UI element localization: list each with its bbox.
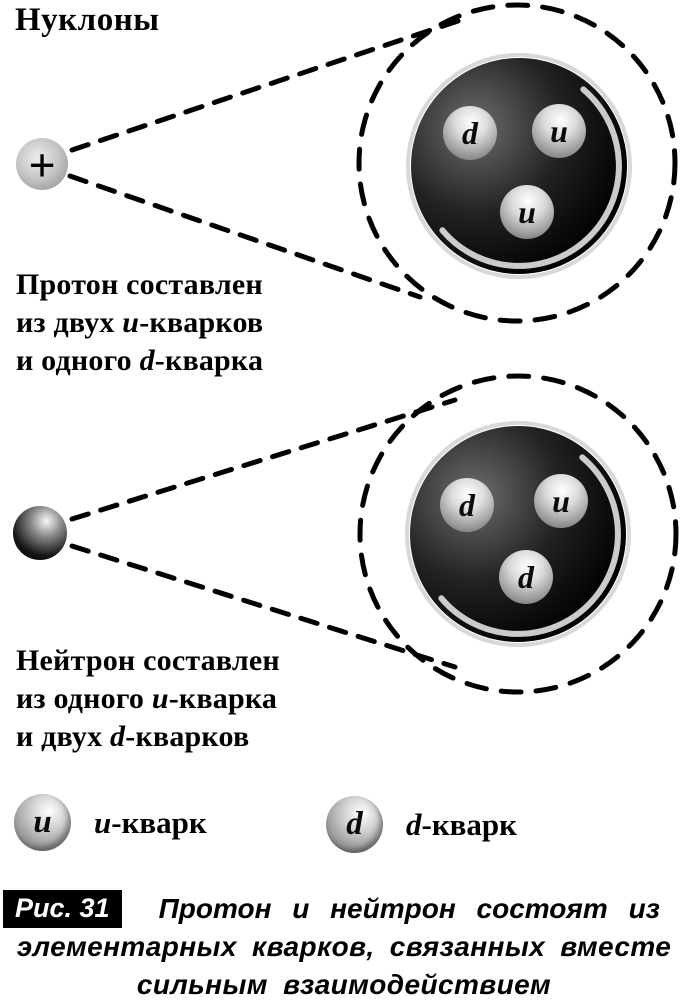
text-run: и двух	[16, 720, 111, 753]
neutron-quark-d2: d	[499, 550, 553, 604]
figure-number-badge: Рис. 31	[3, 890, 122, 928]
d-quark-ball-icon: d	[326, 796, 383, 853]
quark-symbol-inline: u	[122, 306, 140, 339]
neutron-description-line: Нейтрон составлен	[16, 642, 280, 680]
proton-quark-u2: u	[500, 185, 554, 239]
quark-ball	[532, 104, 586, 158]
legend-item-u-quark: u u-кварк	[14, 794, 207, 851]
page-title: Нуклоны	[15, 2, 160, 38]
neutron-description: Нейтрон составлен из одного u-кварка и д…	[16, 642, 280, 756]
text-run: Протон составлен	[16, 268, 263, 301]
figure-caption-line3: сильным взаимодействием	[136, 969, 552, 1000]
proton-sphere	[411, 58, 627, 274]
text-run: -кварка	[154, 344, 264, 377]
proton-description-line: из двух u-кварков	[16, 304, 263, 342]
neutron-particle	[13, 506, 67, 560]
text-run: и одного	[16, 344, 140, 377]
text-run: -кварк	[421, 806, 518, 842]
quark-ball	[443, 106, 497, 160]
quark-letter: d	[459, 487, 476, 523]
neutron-cone-upper-line	[69, 397, 458, 522]
proton-charge-label: +	[28, 139, 55, 192]
proton-quark-d: d	[443, 106, 497, 160]
quark-ball	[534, 474, 588, 528]
proton-zoom-dashed-circle	[356, 2, 678, 324]
quark-ball	[499, 550, 553, 604]
neutron-quark-u: u	[534, 474, 588, 528]
text-run: -кварк	[111, 804, 207, 840]
diagram-canvas: + d u u	[13, 2, 679, 695]
proton-description-line: и одного d-кварка	[16, 342, 263, 380]
quark-letter: u	[550, 113, 568, 149]
proton-cone-upper-line	[69, 14, 473, 153]
neutron-zoom-dashed-circle	[357, 373, 679, 695]
quark-symbol-inline: d	[139, 344, 155, 377]
quark-letter: u	[552, 483, 570, 519]
u-quark-ball-icon: u	[14, 794, 71, 851]
quark-symbol-inline: u	[94, 804, 112, 840]
legend-item-d-quark: d d-кварк	[326, 796, 517, 853]
quark-ball	[500, 185, 554, 239]
quark-symbol-inline: d	[406, 806, 422, 842]
figure-caption-line1: Протон и нейтрон состоят из	[158, 893, 660, 924]
neutron-description-line: и двух d-кварков	[16, 718, 280, 756]
text-run: Нейтрон составлен	[16, 644, 280, 677]
figure-caption: Рис. 31 Протон и нейтрон состоят из элем…	[0, 890, 688, 1004]
proton-sphere-highlight-rim	[439, 86, 622, 269]
legend-label: d-кварк	[406, 807, 517, 843]
legend-label: u-кварк	[94, 805, 207, 841]
quark-letter: d	[462, 115, 479, 151]
proton-sphere-halo	[406, 53, 632, 279]
neutron-sphere-highlight-rim	[438, 454, 621, 637]
quark-symbol-inline: u	[151, 682, 169, 715]
neutron-sphere	[410, 426, 626, 642]
neutron-diagram: d u d	[13, 373, 679, 695]
proton-cone-lower-line	[67, 173, 423, 300]
figure-caption-row1: Рис. 31 Протон и нейтрон состоят из	[0, 890, 688, 928]
quark-symbol-inline: d	[110, 720, 126, 753]
neutron-quark-d1: d	[440, 478, 494, 532]
proton-quark-u1: u	[532, 104, 586, 158]
text-run: из одного	[16, 682, 152, 715]
neutron-sphere-halo	[405, 421, 631, 647]
proton-diagram: + d u u	[16, 2, 678, 324]
figure-caption-line2: элементарных кварков, связанных вместе	[16, 931, 672, 962]
proton-particle	[16, 138, 68, 190]
proton-description-line: Протон составлен	[16, 266, 263, 304]
text-run: -кварков	[125, 720, 250, 753]
quark-letter: d	[518, 559, 535, 595]
text-run: -кварков	[139, 306, 264, 339]
neutron-cone-lower-line	[69, 543, 458, 670]
text-run: из двух	[16, 306, 123, 339]
quark-letter: u	[518, 194, 536, 230]
proton-description: Протон составлен из двух u-кварков и одн…	[16, 266, 263, 380]
neutron-description-line: из одного u-кварка	[16, 680, 280, 718]
text-run: -кварка	[168, 682, 278, 715]
quark-ball	[440, 478, 494, 532]
